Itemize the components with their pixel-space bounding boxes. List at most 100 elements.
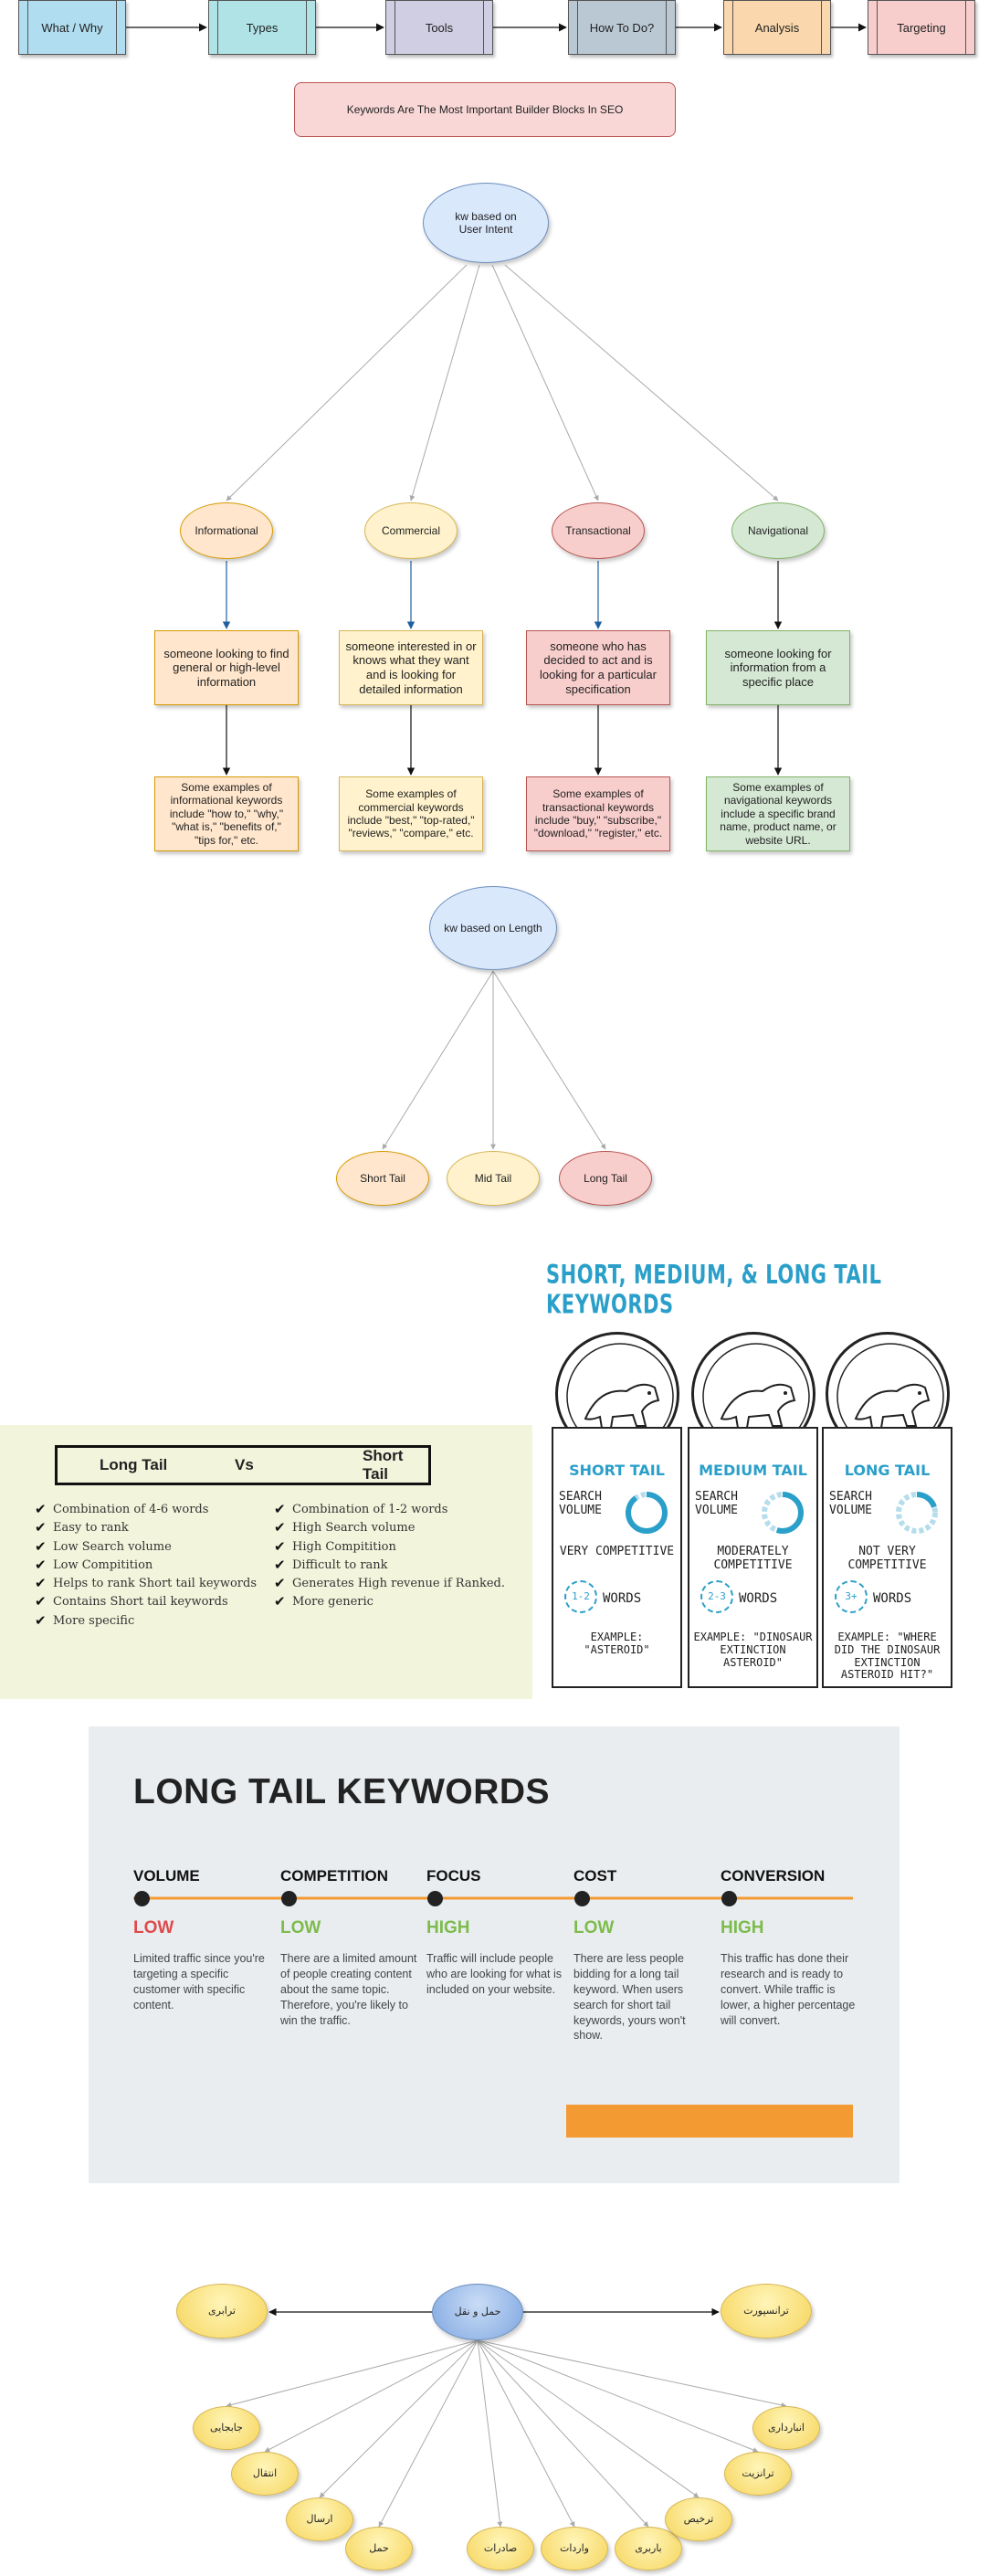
accent-bar <box>566 2105 853 2138</box>
transport-child-node: جابجایی <box>193 2406 260 2450</box>
flow-step-3: Tools <box>385 0 493 55</box>
column-heading: COMPETITION <box>280 1867 389 1884</box>
check-icon: ✔ <box>35 1537 47 1555</box>
long-tail-text: Low Search volume <box>53 1539 172 1554</box>
tail-card-heading: LONG TAIL <box>844 1462 931 1479</box>
long-tail-text: Low Compitition <box>53 1557 153 1572</box>
intent-examples-1: Some examples of informational keywords … <box>154 776 299 851</box>
transport-child-node: صادرات <box>467 2527 534 2571</box>
tail-card-2 <box>688 1427 818 1688</box>
check-icon: ✔ <box>274 1556 286 1573</box>
transport-child-node: ارسال <box>286 2497 353 2541</box>
search-volume-label: SEARCH VOLUME <box>829 1490 872 1517</box>
column-heading: VOLUME <box>133 1867 200 1884</box>
intent-branch <box>491 264 599 501</box>
search-volume-label: SEARCH VOLUME <box>695 1490 738 1517</box>
long-tail-text: Helps to rank Short tail keywords <box>53 1577 258 1590</box>
transport-child-node: ترخیص <box>665 2497 732 2541</box>
transport-branch <box>477 2339 787 2408</box>
timeline-dot <box>281 1891 297 1906</box>
long-tail-text: Easy to rank <box>53 1521 129 1536</box>
long-tail-item: ✔ Helps to rank Short tail keywords <box>35 1575 272 1591</box>
flow-step-5: Analysis <box>723 0 831 55</box>
length-node-2: Mid Tail <box>447 1151 540 1206</box>
transport-child-node: انبارداری <box>752 2406 820 2450</box>
transport-branch <box>477 2339 575 2528</box>
check-icon: ✔ <box>274 1575 286 1591</box>
column-description: Traffic will include people who are look… <box>426 1952 562 1996</box>
transport-child-node: ترانزیت <box>724 2452 792 2496</box>
short-tail-item: ✔ Generates High revenue if Ranked. <box>274 1575 521 1591</box>
intent-examples-3: Some examples of transactional keywords … <box>526 776 670 851</box>
check-icon: ✔ <box>35 1519 47 1536</box>
tail-card-heading: MEDIUM TAIL <box>699 1462 807 1479</box>
column-description: There are a limited amount of people cre… <box>280 1952 417 2027</box>
long-tail-item: ✔ More specific <box>35 1611 272 1629</box>
tail-card-1 <box>552 1427 682 1688</box>
long-tail-item: ✔Low Compitition <box>35 1557 272 1573</box>
column-value: LOW <box>280 1918 321 1937</box>
competition-label: VERY COMPETITIVE <box>559 1545 675 1558</box>
transport-right-node: ترانسپورت <box>721 2284 812 2338</box>
transport-branch <box>264 2339 479 2453</box>
intent-branch <box>504 264 779 501</box>
intent-node-2: Commercial <box>364 502 458 559</box>
intent-node-3: Transactional <box>552 502 645 559</box>
short-tail-text: Combination of 1-2 words <box>292 1503 448 1516</box>
long-vs-short-panel <box>0 1425 532 1699</box>
short-tail-item: ✔High Search volume <box>274 1519 521 1536</box>
timeline-dot <box>134 1891 150 1906</box>
short-tail-item: ✔ Combination of 1-2 words <box>274 1501 521 1517</box>
tail-infographic-title: SHORT, MEDIUM, & LONG TAIL KEYWORDS <box>546 1260 882 1320</box>
long-tail-text: More specific <box>53 1613 135 1628</box>
vs-label: Vs <box>235 1456 254 1473</box>
length-branch <box>382 970 494 1150</box>
intent-branch <box>226 264 468 501</box>
flow-step-4: How To Do? <box>568 0 676 55</box>
check-icon: ✔ <box>35 1611 47 1629</box>
transport-branch <box>477 2339 700 2498</box>
timeline-dot <box>574 1891 590 1906</box>
intent-desc-1: someone looking to find general or high-… <box>154 630 299 705</box>
short-tail-list: ✔Combination of 1-2 words✔High Search vo… <box>274 1501 521 1615</box>
short-tail-text: Generates High revenue if Ranked. <box>292 1577 506 1590</box>
short-tail-item: ✔More generic <box>274 1593 521 1610</box>
intent-examples-2: Some examples of commercial keywords inc… <box>339 776 483 851</box>
intent-node-4: Navigational <box>731 502 825 559</box>
example-text: EXAMPLE: "WHERE DID THE DINOSAUR EXTINCT… <box>834 1631 941 1682</box>
transport-child-node: باربری <box>615 2527 682 2571</box>
word-count-badge: 2-3 <box>700 1580 733 1613</box>
seo-banner: Keywords Are The Most Important Builder … <box>294 82 676 137</box>
column-description: There are less people bidding for a long… <box>573 1952 686 2043</box>
transport-child-node: انتقال <box>231 2452 299 2496</box>
words-label: WORDS <box>873 1591 912 1606</box>
check-icon: ✔ <box>35 1593 47 1610</box>
long-tail-item: ✔ Low Search volume <box>35 1537 272 1555</box>
column-value: LOW <box>133 1918 174 1937</box>
transport-branch <box>477 2339 759 2453</box>
check-icon: ✔ <box>274 1501 286 1517</box>
length-node-3: Long Tail <box>559 1151 652 1206</box>
long-tail-keywords-title: LONG TAIL KEYWORDS <box>133 1772 551 1811</box>
example-text: EXAMPLE: "ASTEROID" <box>584 1631 650 1656</box>
gauge-icon <box>896 1492 938 1534</box>
intent-node-1: Informational <box>180 502 273 559</box>
word-count-badge: 3+ <box>835 1580 868 1613</box>
column-value: LOW <box>573 1918 615 1937</box>
transport-child-node: حمل <box>345 2527 413 2571</box>
competition-label: NOT VERY COMPETITIVE <box>847 1545 927 1572</box>
flow-step-6: Targeting <box>868 0 975 55</box>
gauge-icon <box>626 1492 668 1534</box>
long-tail-item: ✔Combination of 4-6 words <box>35 1501 272 1517</box>
long-tail-heading: Long Tail <box>100 1456 168 1473</box>
short-tail-text: High Compitition <box>292 1539 396 1554</box>
transport-branch <box>378 2339 479 2528</box>
check-icon: ✔ <box>35 1575 47 1591</box>
search-volume-label: SEARCH VOLUME <box>559 1490 602 1517</box>
transport-left-node: ترابری <box>176 2284 268 2338</box>
column-heading: CONVERSION <box>721 1867 826 1884</box>
intent-desc-3: someone who has decided to act and is lo… <box>526 630 670 705</box>
flow-step-2: Types <box>208 0 316 55</box>
short-tail-text: High Search volume <box>292 1521 416 1536</box>
